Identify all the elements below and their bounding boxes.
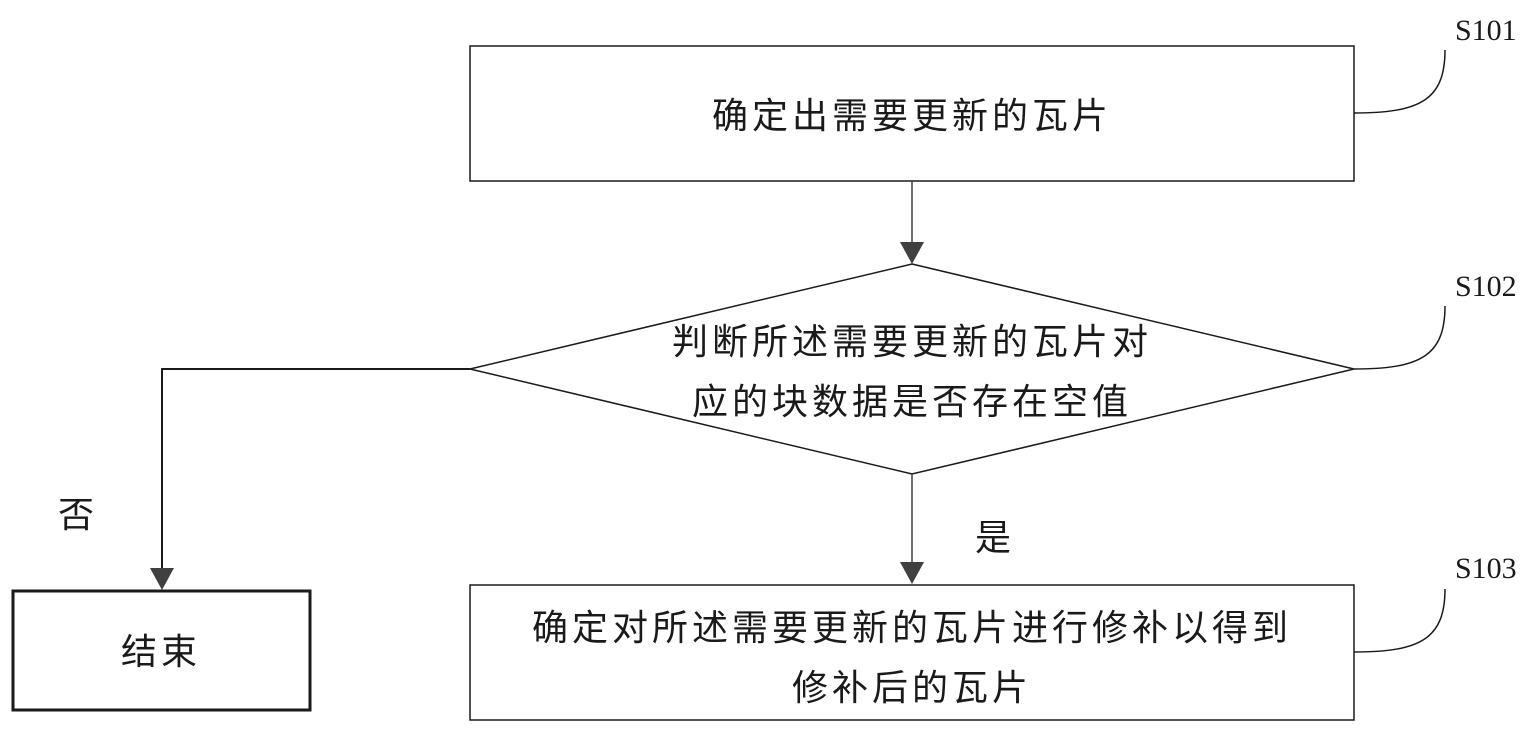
- step-s103-label: S103: [1455, 552, 1517, 585]
- step-s103-box: [469, 584, 1355, 721]
- edge-yes-label: 是: [975, 518, 1011, 559]
- step-s101-callout: [1353, 49, 1446, 114]
- end-text: 结束: [121, 632, 201, 673]
- edge-s102-end-arrowhead: [150, 568, 174, 590]
- edge-s102-end-line: [161, 368, 470, 570]
- step-s103-callout: [1353, 588, 1446, 653]
- step-s101-box: [469, 45, 1355, 182]
- edge-s101-s102-arrowhead: [900, 242, 924, 264]
- step-s102-callout: [1353, 305, 1446, 370]
- step-s101-label: S101: [1455, 14, 1517, 47]
- edge-no-label: 否: [58, 495, 94, 536]
- edge-s102-s103-arrowhead: [900, 562, 924, 584]
- step-s101-text: 确定出需要更新的瓦片: [712, 96, 1112, 137]
- step-s102-label: S102: [1455, 270, 1517, 303]
- step-s103-text-line-1: 确定对所述需要更新的瓦片进行修补以得到: [532, 608, 1292, 649]
- step-s103-text-line-2: 修补后的瓦片: [792, 668, 1032, 709]
- end-box: [11, 589, 312, 712]
- step-s102-text-line-2: 应的块数据是否存在空值: [692, 382, 1132, 423]
- step-s102-text-line-1: 判断所述需要更新的瓦片对: [672, 322, 1152, 363]
- step-s102-diamond: [469, 263, 1355, 475]
